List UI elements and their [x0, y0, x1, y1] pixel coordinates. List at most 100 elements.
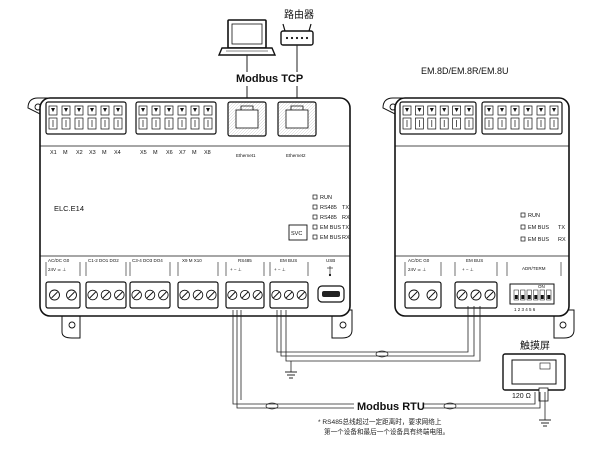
- led-label: EM BUS: [320, 235, 341, 241]
- terminal-screw[interactable]: [158, 289, 169, 301]
- terminal-screw[interactable]: [66, 289, 77, 301]
- terminal-screw[interactable]: [113, 105, 123, 130]
- terminal-screw[interactable]: [87, 105, 97, 130]
- note-line-2: 第一个设备和最后一个设备具有终端电阻。: [324, 427, 449, 436]
- svc-label: SVC: [291, 231, 302, 237]
- ethernet-port-2[interactable]: [277, 101, 317, 137]
- terminal-screw[interactable]: [427, 105, 437, 130]
- led-indicator: [312, 224, 318, 230]
- group-sub: + − ⊥: [274, 267, 286, 272]
- group-title: USB: [326, 258, 335, 263]
- terminal-screw[interactable]: [61, 105, 71, 130]
- terminal-label: X8: [204, 150, 211, 156]
- dip-switch-cell[interactable]: [513, 289, 519, 301]
- main-controller: X1 M X2 X3 M X4 X5 M X6 X7 M X8 Ethernet…: [27, 97, 353, 339]
- terminal-block[interactable]: [129, 281, 171, 309]
- terminal-screw[interactable]: [452, 105, 461, 130]
- terminal-screw[interactable]: [426, 289, 438, 301]
- terminal-screw[interactable]: [87, 289, 98, 301]
- led-indicator: [520, 224, 526, 230]
- led-label: EM BUS: [528, 225, 549, 231]
- terminal-screw[interactable]: [190, 105, 200, 130]
- touchscreen-label: 触摸屏: [520, 339, 550, 352]
- terminal-screw[interactable]: [49, 289, 60, 301]
- terminal-block[interactable]: [85, 281, 127, 309]
- ethernet-port-1[interactable]: [227, 101, 267, 137]
- led-suffix: RX: [342, 215, 350, 221]
- led-suffix: RX: [342, 235, 350, 241]
- ground-symbol: [285, 371, 297, 379]
- terminal-screw[interactable]: [415, 105, 424, 130]
- terminal-label: M: [63, 150, 68, 156]
- terminal-screw[interactable]: [510, 105, 520, 130]
- terminal-block[interactable]: [45, 281, 81, 309]
- terminal-screw[interactable]: [192, 289, 204, 301]
- terminal-screw[interactable]: [164, 105, 174, 130]
- terminal-screw[interactable]: [252, 289, 263, 301]
- terminal-screw[interactable]: [203, 105, 213, 130]
- terminal-screw[interactable]: [271, 289, 282, 301]
- terminal-screw[interactable]: [100, 289, 112, 301]
- terminal-block[interactable]: [177, 281, 219, 309]
- terminal-screw[interactable]: [239, 289, 251, 301]
- terminal-screw[interactable]: [206, 289, 217, 301]
- terminal-screw[interactable]: [549, 105, 559, 130]
- terminal-screw[interactable]: [131, 289, 142, 301]
- terminal-screw[interactable]: [464, 105, 474, 130]
- dip-switch-cell[interactable]: [520, 289, 526, 301]
- terminal-screw[interactable]: [536, 105, 546, 130]
- dip-switch-cell[interactable]: [526, 289, 532, 301]
- adr-term-dip-switch[interactable]: ON 1 2 3 4 5 6: [509, 283, 555, 312]
- svc-button[interactable]: SVC: [288, 224, 308, 241]
- terminal-screw[interactable]: [523, 105, 533, 130]
- terminal-screw[interactable]: [456, 289, 468, 301]
- exp-status-leds: RUN EM BUS TX EM BUS RX: [520, 212, 566, 243]
- terminal-block[interactable]: [225, 281, 265, 309]
- led-suffix: TX: [342, 225, 349, 231]
- terminal-screw[interactable]: [144, 289, 156, 301]
- led-suffix: RX: [558, 237, 566, 243]
- terminal-screw[interactable]: [179, 289, 190, 301]
- terminal-screw[interactable]: [151, 105, 161, 130]
- terminal-label: M: [192, 150, 197, 156]
- router-icon: [280, 23, 314, 46]
- top-terminal-labels: X1 M X2 X3 M X4 X5 M X6 X7 M X8: [50, 150, 211, 156]
- terminal-screw[interactable]: [497, 105, 507, 130]
- top-terminal-block-right: [135, 101, 217, 135]
- terminal-screw[interactable]: [48, 105, 58, 130]
- bottom-terminal-frames: [45, 262, 309, 276]
- terminal-screw[interactable]: [138, 105, 148, 130]
- terminal-screw[interactable]: [484, 289, 496, 301]
- touchscreen-icon: [502, 353, 566, 391]
- note-line-1: * RS485总线超过一定距离时，要求网络上: [318, 417, 442, 426]
- dip-switch-cell[interactable]: [539, 289, 545, 301]
- exp-bottom-labels: AC/DC G0 24V ≃ ⊥ EM BUS + − ⊥ ADR/TERM: [408, 258, 546, 272]
- dip-switch-cell[interactable]: [533, 289, 539, 301]
- group-sub: 24V ≃ ⊥: [408, 267, 426, 272]
- terminal-screw[interactable]: [484, 105, 494, 130]
- terminal-screw[interactable]: [227, 289, 238, 301]
- terminal-screw[interactable]: [177, 105, 187, 130]
- terminal-screw[interactable]: [408, 289, 420, 301]
- terminal-screw[interactable]: [74, 105, 84, 130]
- dip-switch-cell[interactable]: [546, 289, 552, 301]
- terminal-label: X1: [50, 150, 57, 156]
- group-sub: 24V ≃ ⊥: [48, 267, 66, 272]
- terminal-screw[interactable]: [114, 289, 125, 301]
- exp-top-terminal-block-left: [399, 101, 477, 135]
- terminal-label: M: [102, 150, 107, 156]
- terminal-block[interactable]: [454, 281, 498, 309]
- terminal-screw[interactable]: [283, 289, 295, 301]
- terminal-block[interactable]: [404, 281, 442, 309]
- top-terminal-block-left: [45, 101, 127, 135]
- terminal-label: X2: [76, 150, 83, 156]
- led-label: RUN: [320, 195, 332, 201]
- terminal-screw[interactable]: [296, 289, 307, 301]
- terminal-screw[interactable]: [402, 105, 412, 130]
- usb-port[interactable]: [317, 285, 345, 303]
- terminal-screw[interactable]: [470, 289, 482, 301]
- terminal-screw[interactable]: [439, 105, 449, 130]
- terminal-screw[interactable]: [100, 105, 110, 130]
- termination-resistor: [538, 387, 549, 402]
- terminal-block[interactable]: [269, 281, 309, 309]
